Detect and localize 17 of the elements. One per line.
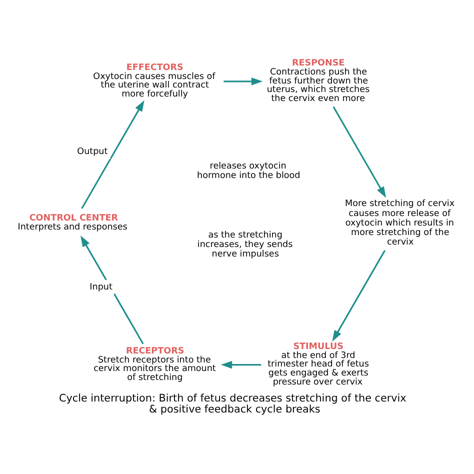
arrow bbox=[81, 100, 144, 208]
node-text: STIMULUS at the end of 3rd trimester head of fetus gets engaged & exerts pressure over cervix bbox=[268, 342, 369, 387]
arrow bbox=[332, 106, 386, 198]
node-text: More stretching of cervix causes more release of oxytocin which results in more stretching of the cervix bbox=[345, 198, 455, 248]
caption: Cycle interruption: Birth of fetus decreases stretching of the cervix & positive feedback cycle breaks bbox=[59, 392, 406, 416]
arrow bbox=[220, 360, 262, 368]
arrow bbox=[224, 76, 263, 85]
edge-label: Input bbox=[90, 282, 112, 292]
node-text: CONTROL CENTER Interprets and responses bbox=[18, 213, 128, 232]
label: as the stretching increases, they sends nerve impulses bbox=[197, 230, 293, 260]
edge-label: Output bbox=[77, 146, 108, 157]
arrow bbox=[332, 250, 386, 342]
node-text: RESPONSE Contractions push the fetus further down the uterus, which stretches the cervix even more bbox=[266, 58, 370, 104]
arrow bbox=[80, 235, 144, 344]
node-text: RECEPTORS Stretch receptors into the cervix monitors the amount of stretching bbox=[94, 346, 216, 382]
label: releases oxytocin hormone into the blood bbox=[197, 161, 300, 181]
node-text: EFFECTORS Oxytocin causes muscles of the uterine wall contract more forcefully bbox=[93, 62, 216, 99]
